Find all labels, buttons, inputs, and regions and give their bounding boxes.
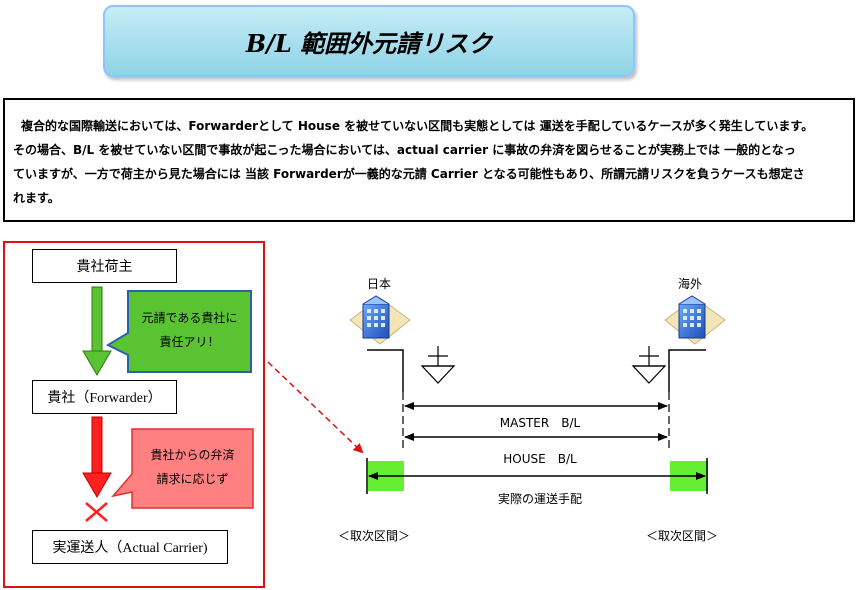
- description-line-4: れます。: [13, 191, 60, 205]
- house-bl-label: HOUSE B/L: [503, 452, 577, 466]
- ship-icon-origin: [420, 346, 456, 384]
- destination-label: 海外: [678, 277, 703, 291]
- red-x-icon: [85, 502, 108, 522]
- red-down-arrow: [82, 416, 112, 498]
- callout-red-text: 貴社からの弁済 請求に応じず: [132, 443, 253, 491]
- callout-green-line-1: 元請である貴社に: [141, 311, 238, 325]
- forwarder-node: 貴社（Forwarder）: [32, 380, 177, 414]
- shipper-node: 貴社荷主: [32, 249, 177, 283]
- callout-red: [110, 428, 254, 509]
- callout-green-line-2: 責任アリ！: [159, 335, 220, 349]
- origin-label: 日本: [367, 277, 392, 291]
- callout-red-line-1: 貴社からの弁済: [150, 448, 235, 462]
- carrier-node: 実運送人（Actual Carrier): [32, 530, 228, 564]
- title-box: B/L 範囲外元請リスク: [103, 5, 635, 77]
- callout-green-text: 元請である貴社に 責任アリ！: [128, 306, 251, 354]
- green-down-arrow: [82, 286, 112, 376]
- pointer-dashed-arrow: [267, 361, 364, 454]
- forwarder-label: 貴社（Forwarder）: [47, 391, 162, 406]
- description-line-3: ていますが、一方で荷主から見た場合には 当該 Forwarderが一義的な元請 …: [13, 167, 805, 181]
- page-title: B/L 範囲外元請リスク: [245, 28, 493, 58]
- callout-green: [105, 290, 252, 373]
- section-label-left: ＜取次区間＞: [338, 529, 411, 543]
- building-icon-origin: [349, 295, 411, 345]
- actual-transport-label: 実際の運送手配: [497, 492, 582, 506]
- shipper-label: 貴社荷主: [76, 260, 133, 275]
- ship-icon-destination: [631, 346, 667, 384]
- master-bl-label: MASTER B/L: [499, 416, 581, 430]
- building-icon-destination: [664, 295, 726, 345]
- destination-port-line: [668, 349, 706, 392]
- description-line-2: その場合、B/L を被せていない区間で事故が起こった場合においては、actual…: [13, 143, 796, 157]
- description-line-1: 複合的な国際輸送においては、Forwarderとして House を被せていない…: [21, 119, 814, 133]
- callout-red-line-2: 請求に応じず: [156, 472, 229, 486]
- carrier-label: 実運送人（Actual Carrier): [52, 541, 208, 556]
- section-label-right: ＜取次区間＞: [646, 529, 719, 543]
- origin-port-line: [367, 349, 404, 392]
- description-box: 複合的な国際輸送においては、Forwarderとして House を被せていない…: [3, 98, 855, 222]
